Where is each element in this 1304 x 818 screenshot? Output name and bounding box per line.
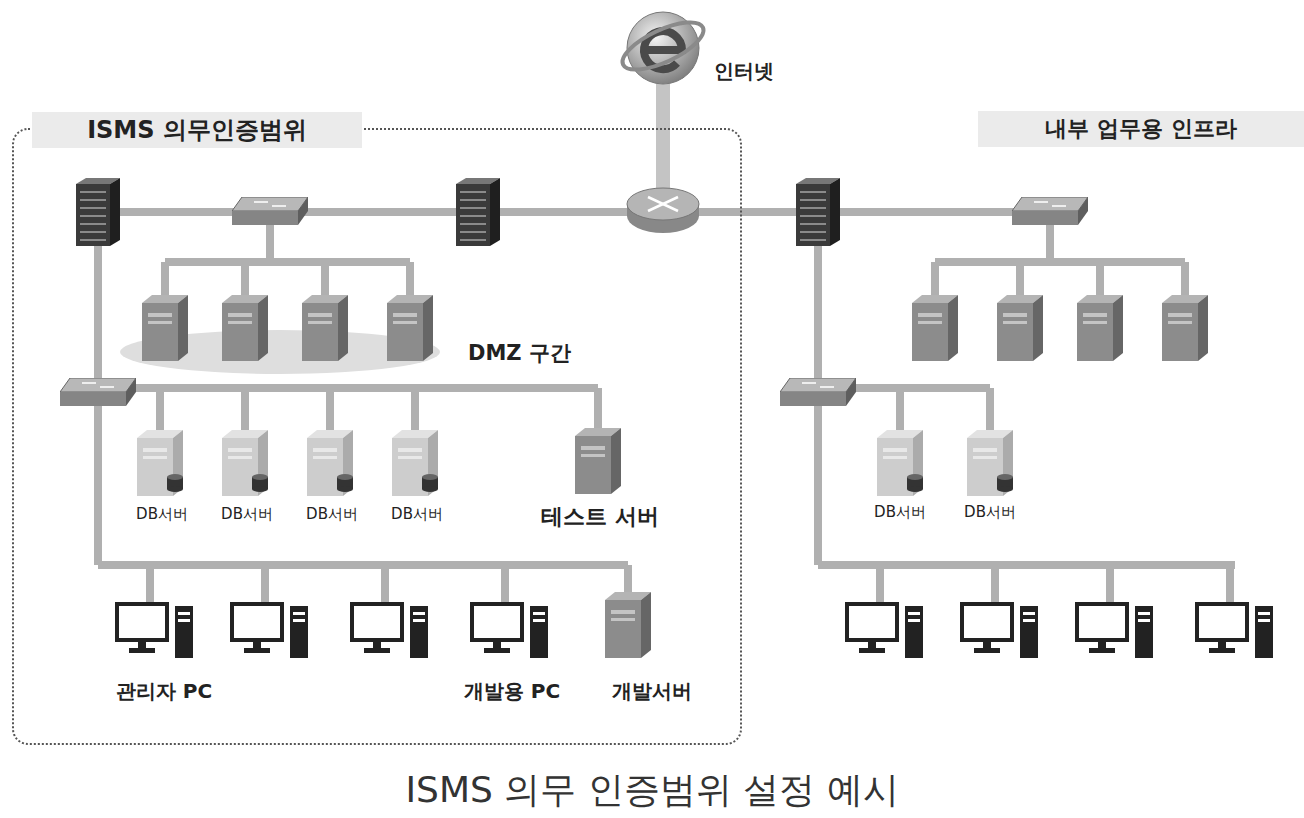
node-label: DB서버 xyxy=(306,505,358,524)
node-label: 개발서버 xyxy=(612,678,692,705)
pc xyxy=(352,604,428,658)
node-label: DB서버 xyxy=(136,505,188,524)
dmz-server xyxy=(142,295,188,361)
scope-region: ISMS 의무인증범위DB서버DB서버DB서버DB서버테스트 서버관리자 PC개… xyxy=(12,128,742,745)
dev-server xyxy=(605,592,651,658)
icon-caption: DB서버 xyxy=(391,505,443,524)
test-server xyxy=(575,428,621,494)
pc xyxy=(232,604,308,658)
icon-caption: 관리자 PC xyxy=(116,678,212,705)
dmz-server xyxy=(387,295,433,361)
band-title: 내부 업무용 인프라 xyxy=(978,111,1304,147)
icon-caption: DB서버 xyxy=(221,505,273,524)
dmz-server xyxy=(222,295,268,361)
icon-caption: 개발용 PC xyxy=(464,678,560,705)
node-label: 개발용 PC xyxy=(464,678,560,705)
node-label: DB서버 xyxy=(391,505,443,524)
pc xyxy=(472,604,548,658)
switch xyxy=(1012,197,1088,225)
dmz-server xyxy=(302,295,348,361)
pc xyxy=(1077,604,1153,658)
server xyxy=(997,295,1043,361)
icon-caption: 테스트 서버 xyxy=(541,502,659,532)
figure-caption: ISMS 의무 인증범위 설정 예시 xyxy=(405,766,898,815)
switch xyxy=(232,197,308,225)
node-label: DB서버 xyxy=(221,505,273,524)
node-label: DB서버 xyxy=(874,503,926,522)
icon-caption: 개발서버 xyxy=(612,678,692,705)
icon-caption: DB서버 xyxy=(136,505,188,524)
server xyxy=(1077,295,1123,361)
pc xyxy=(1197,604,1273,658)
pc xyxy=(847,604,923,658)
server xyxy=(1162,295,1208,361)
firewall xyxy=(796,178,840,246)
node-label: DB서버 xyxy=(964,503,1016,522)
router xyxy=(627,188,699,233)
zone-label: DMZ 구간 xyxy=(468,339,571,367)
icon-caption: 인터넷 xyxy=(714,58,774,85)
switch xyxy=(60,378,136,406)
switch xyxy=(780,378,856,406)
icon-caption: DB서버 xyxy=(874,503,926,522)
pc xyxy=(117,604,193,658)
region-title: ISMS 의무인증범위 xyxy=(32,112,362,148)
node-label: 테스트 서버 xyxy=(541,502,659,532)
pc xyxy=(962,604,1038,658)
network-wires xyxy=(98,84,1235,605)
icon-caption: DB서버 xyxy=(306,505,358,524)
firewall xyxy=(456,178,500,246)
icon-caption: DB서버 xyxy=(964,503,1016,522)
node-label: 인터넷 xyxy=(714,58,774,85)
internet-globe xyxy=(616,12,709,84)
firewall xyxy=(76,178,120,246)
scope-band: 내부 업무용 인프라 xyxy=(978,111,1304,147)
node-label: 관리자 PC xyxy=(116,678,212,705)
server xyxy=(912,295,958,361)
